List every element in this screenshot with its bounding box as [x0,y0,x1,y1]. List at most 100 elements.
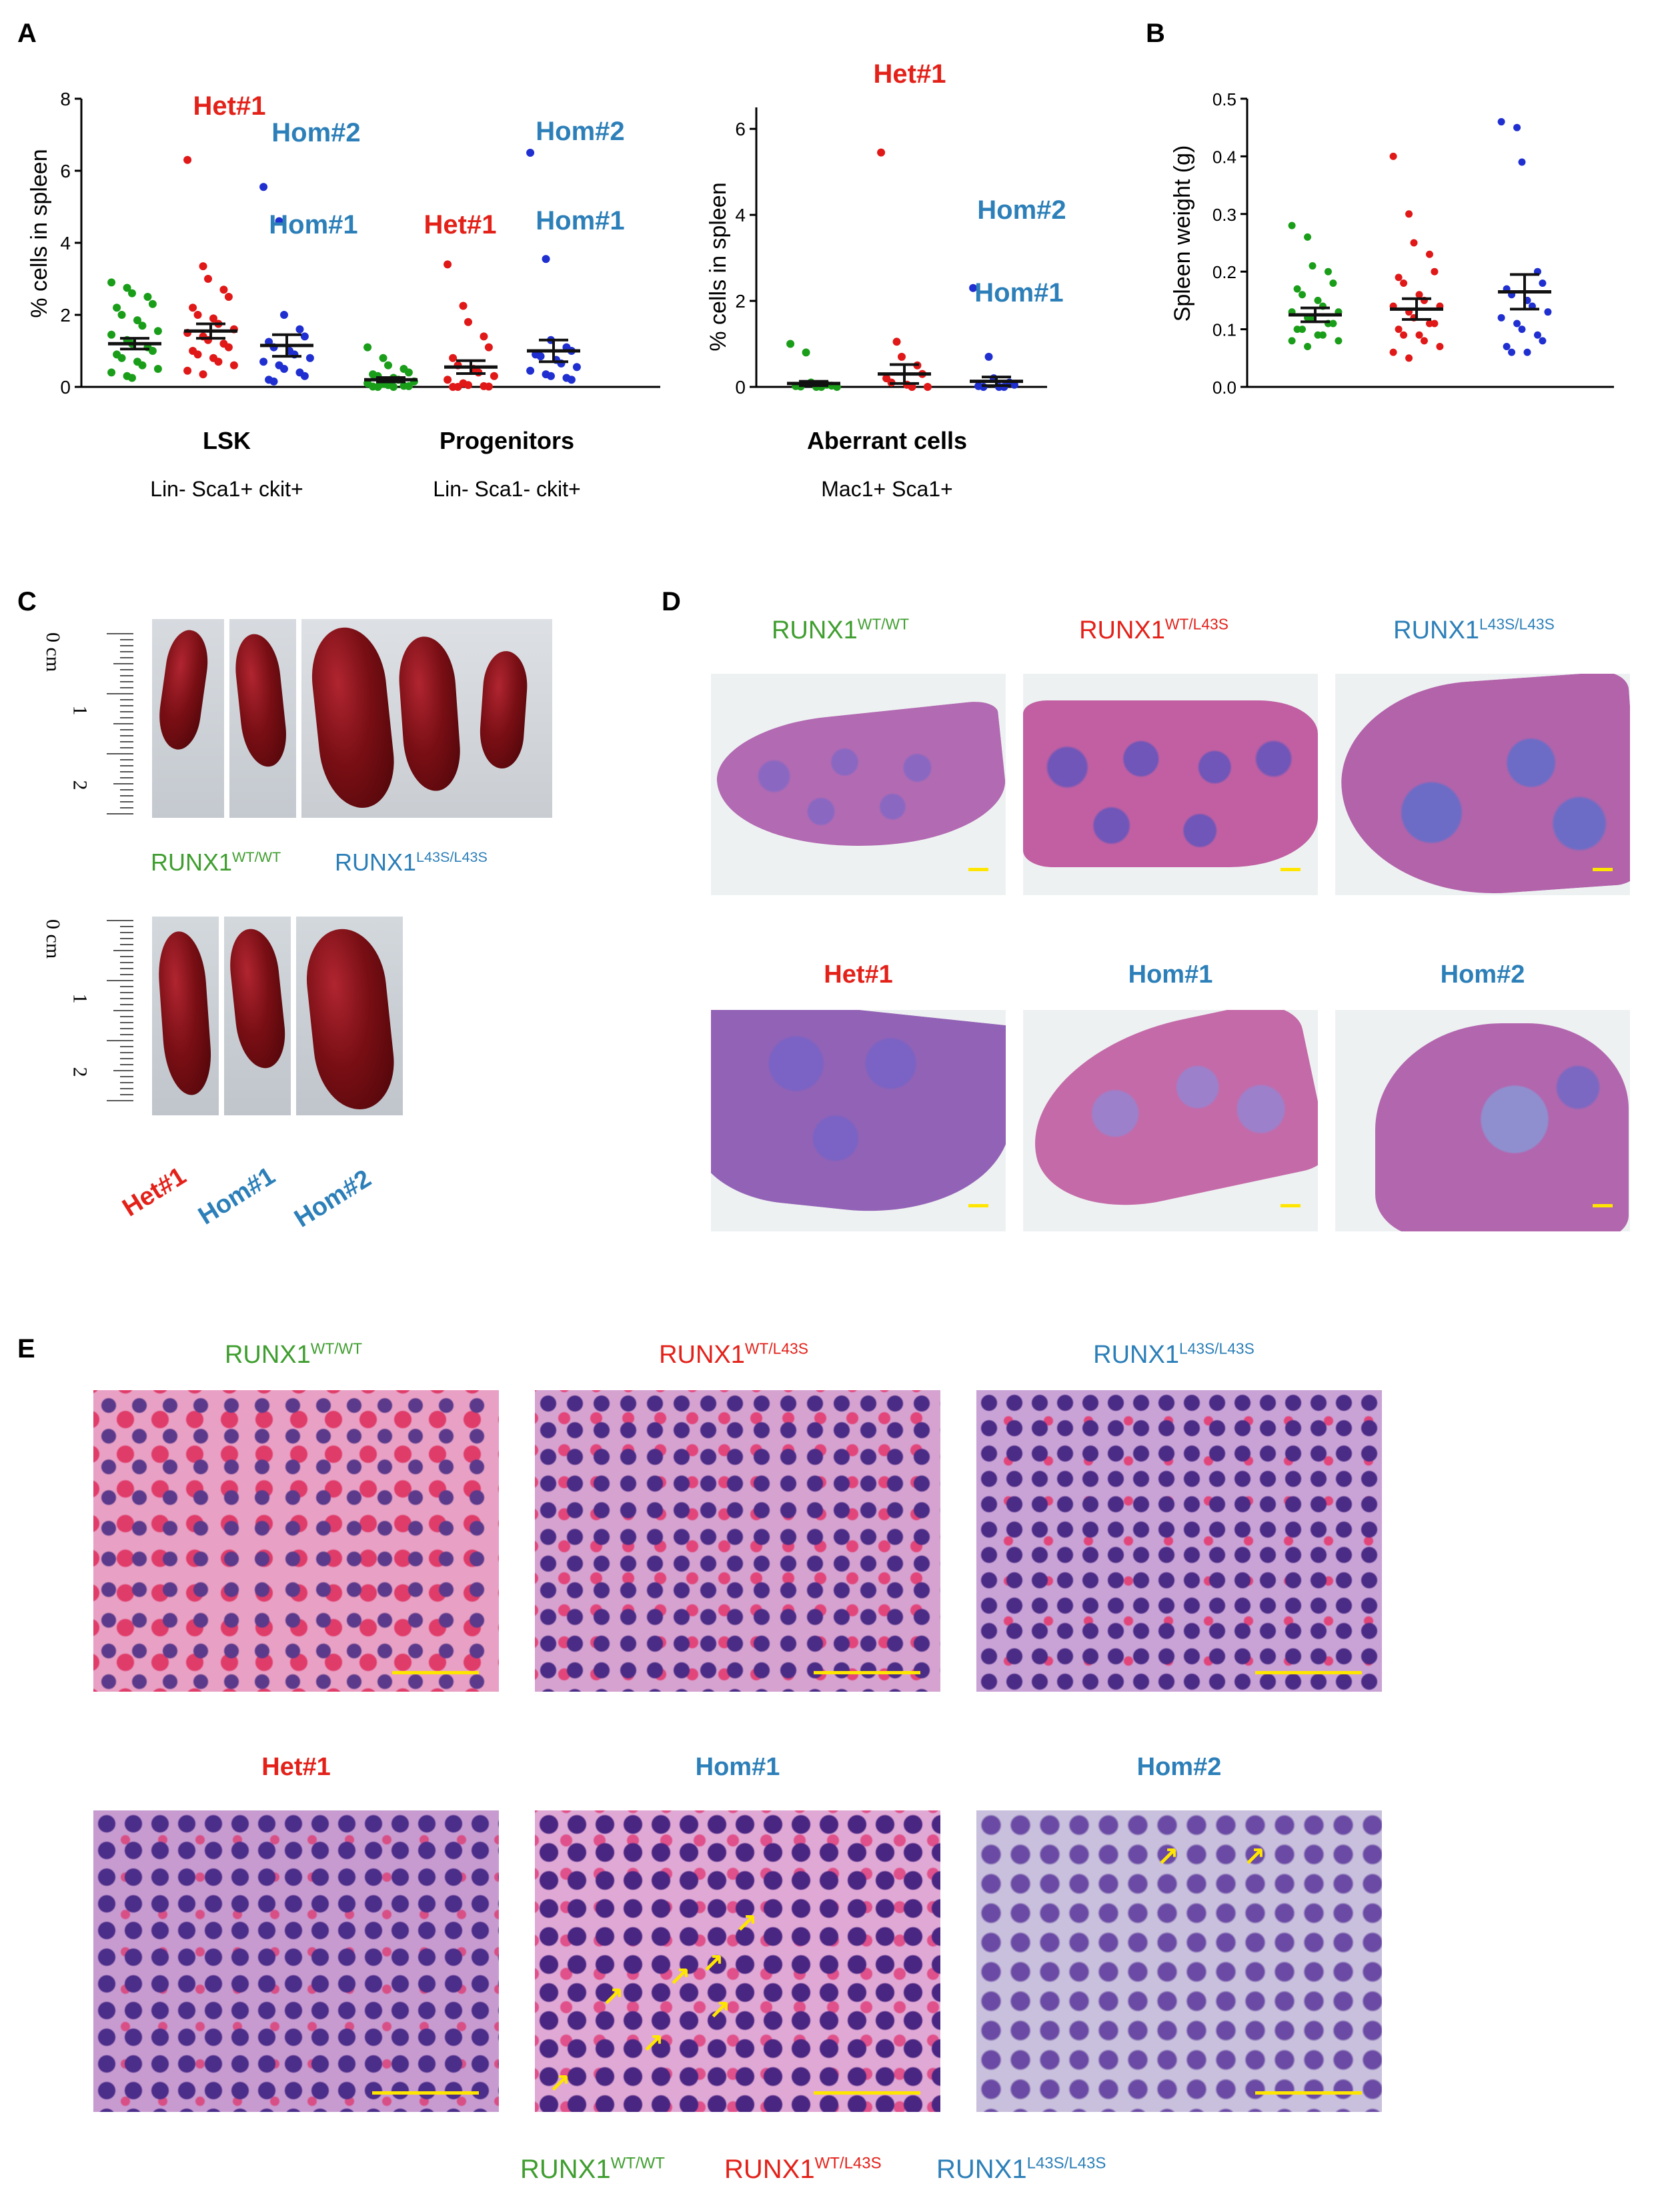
caption-sup: WT/L43S [1164,615,1228,633]
caption-base: RUNX1 [1093,1341,1179,1369]
data-point [1539,279,1547,287]
caption-sup: L43S/L43S [1178,1339,1255,1357]
data-point [1415,331,1423,339]
data-point [969,284,978,292]
data-point [1329,279,1337,287]
data-point [138,361,147,370]
data-point [193,311,202,319]
data-point [183,155,192,164]
y-tick-label: 0 [735,377,746,398]
data-point [1425,250,1433,258]
data-point [269,377,278,386]
caption-base: RUNX1 [1079,616,1165,644]
data-point [1539,337,1547,345]
annotation-het1: Het#1 [193,91,266,121]
data-point [786,340,795,348]
micrograph-e-het1 [93,1810,499,2112]
data-point [123,284,131,292]
caption-base: RUNX1 [335,849,417,876]
data-point [404,382,413,390]
data-point [373,383,382,391]
data-point [490,372,498,380]
photo-spleen-hom-group [301,619,552,818]
data-point [1400,279,1408,287]
caption-sup: WT/L43S [744,1339,808,1357]
data-point [1508,348,1516,356]
data-point [1518,158,1526,166]
data-point [908,383,916,391]
histology-d-het [1023,674,1318,895]
y-tick-label: 6 [735,119,746,139]
y-tick-label: 2 [60,305,71,326]
histology-d-het1 [711,1010,1006,1231]
data-point [138,322,147,330]
data-point [923,383,932,391]
data-point [148,300,157,308]
micrograph-e-wt [93,1390,499,1692]
caption-base: RUNX1 [1393,616,1479,644]
y-axis-label: Spleen weight (g) [1170,145,1195,322]
group-sublabel-progenitors: Lin- Sca1- ckit+ [433,477,581,501]
data-point [984,352,993,361]
legend-hom: RUNX1L43S/L43S [936,2155,1106,2185]
annotation-het1: Het#1 [874,59,946,89]
ruler-label-1: 1 [69,993,91,1004]
data-point [128,289,136,298]
annotation-hom2: Hom#2 [271,118,360,147]
data-point [224,343,233,352]
data-point [1420,337,1428,345]
data-point [219,286,228,294]
data-point [526,366,535,375]
data-point [1436,343,1444,351]
data-point [1319,331,1327,339]
data-point [183,366,192,375]
ruler-label-1: 1 [69,705,91,716]
label-hom1: Hom#1 [193,1161,280,1231]
data-point [542,255,550,263]
data-point [802,348,810,357]
e-title-wt: RUNX1WT/WT [93,1341,494,1369]
data-point [113,304,121,312]
e-label-het1: Het#1 [261,1753,331,1781]
y-tick-label: 0.2 [1212,262,1236,282]
annotation-hom2: Hom#2 [536,117,624,146]
y-tick-label: 8 [60,89,71,109]
histology-d-wt [711,674,1006,895]
y-tick-label: 0 [60,377,71,398]
y-tick-label: 0.1 [1212,320,1236,340]
data-point [484,382,493,391]
ruler-label-0: 0 cm [42,632,64,672]
data-point [547,372,555,380]
panel-label-e: E [17,1334,35,1363]
micrograph-e-hom2: ↗ ↗ [976,1810,1382,2112]
data-point [1431,267,1439,275]
data-point [480,332,488,341]
data-point [389,383,397,391]
data-point [464,381,472,390]
data-point [259,183,268,191]
histology-d-hom2 [1335,1010,1630,1231]
panel-label-b: B [1146,19,1165,48]
data-point [363,343,372,352]
data-point [305,354,314,362]
data-point [536,352,545,361]
panel-label-d: D [662,587,681,616]
data-point [275,217,283,225]
data-point [199,370,207,379]
data-point [1395,326,1403,334]
data-point [107,278,116,287]
data-point [1389,348,1397,356]
data-point [1497,314,1505,322]
y-tick-label: 0.4 [1212,147,1236,167]
caption-sup: WT/WT [610,2154,665,2173]
annotation-het1: Het#1 [424,210,497,239]
data-point [1523,348,1531,356]
data-point [404,368,413,377]
data-point [107,368,116,377]
data-point [567,376,576,384]
data-point [153,365,162,373]
micrograph-e-hom [976,1390,1382,1692]
caption-base: RUNX1 [659,1341,745,1369]
caption-base: RUNX1 [520,2155,611,2184]
group-label-progenitors: Progenitors [439,427,575,454]
